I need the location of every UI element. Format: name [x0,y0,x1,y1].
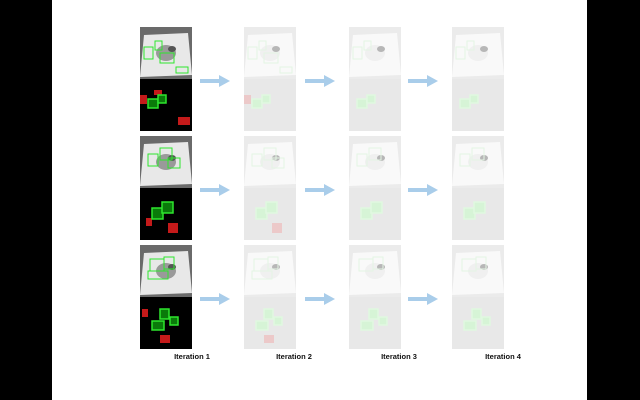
cell-row2-iteration3 [349,136,401,240]
arrow-row3-2 [305,293,335,305]
cell-row2-iteration1 [140,136,192,240]
cell-row1-iteration4 [452,27,504,131]
column-label-iteration-2: Iteration 2 [276,352,312,361]
arrow-row1-3 [408,75,438,87]
arrow-row2-2 [305,184,335,196]
cell-row1-iteration2 [244,27,296,131]
arrow-row2-3 [408,184,438,196]
cell-row3-iteration1 [140,245,192,349]
arrow-row1-2 [305,75,335,87]
arrow-row3-3 [408,293,438,305]
cell-row3-iteration2 [244,245,296,349]
cell-row2-iteration2 [244,136,296,240]
slide: Iteration 1 Iteration 2 Iteration 3 Iter… [52,0,587,400]
column-label-iteration-3: Iteration 3 [381,352,417,361]
cell-row1-iteration3 [349,27,401,131]
arrow-row3-1 [200,293,230,305]
column-label-iteration-4: Iteration 4 [485,352,521,361]
column-label-iteration-1: Iteration 1 [174,352,210,361]
cell-row1-iteration1 [140,27,192,131]
cell-row2-iteration4 [452,136,504,240]
cell-row3-iteration3 [349,245,401,349]
arrow-row1-1 [200,75,230,87]
cell-row3-iteration4 [452,245,504,349]
arrow-row2-1 [200,184,230,196]
